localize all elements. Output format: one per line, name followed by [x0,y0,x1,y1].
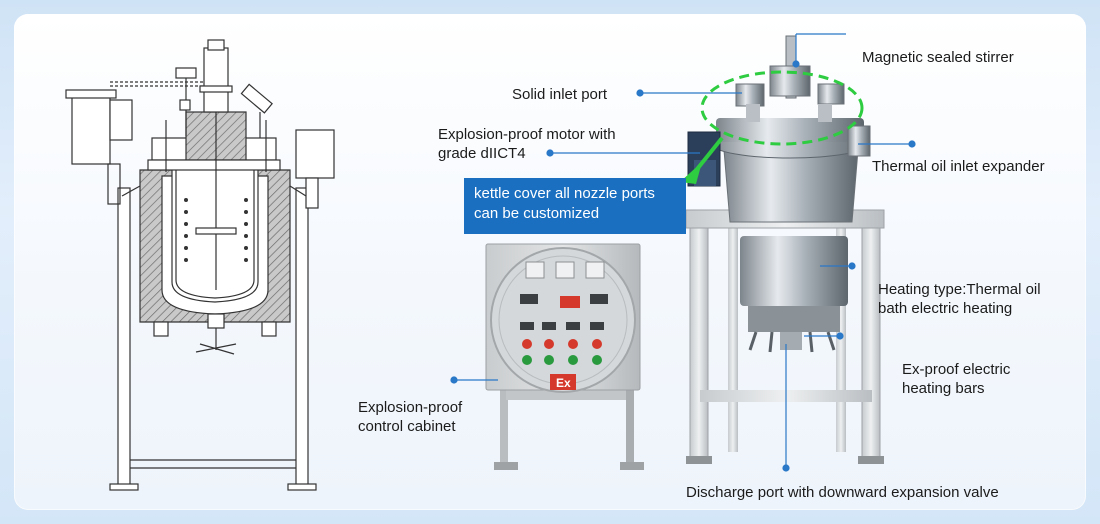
label-heating-bars: Ex-proof electric heating bars [902,361,1011,397]
label-motor: Explosion-proof motor with grade dIICT4 [438,126,616,162]
leader-lines [450,33,916,472]
label-thermal-oil-inlet: Thermal oil inlet expander [872,158,1045,175]
reactor-drawing [65,39,335,491]
reactor-photo [685,35,885,464]
cabinet-ex-mark: Ex [556,376,571,390]
label-discharge-port: Discharge port with downward expansion v… [686,484,999,501]
label-solid-inlet: Solid inlet port [512,86,608,103]
label-magnetic-stirrer: Magnetic sealed stirrer [862,49,1014,66]
control-cabinet [485,243,644,470]
label-control-cabinet: Explosion-proof control cabinet [358,399,463,435]
label-heating-type: Heating type:Thermal oil bath electric h… [878,281,1041,317]
highlight-arrow-line [688,136,724,180]
nozzle-highlight-ellipse [700,70,864,146]
callout-nozzle-customization: kettle cover all nozzle ports can be cus… [464,178,686,234]
